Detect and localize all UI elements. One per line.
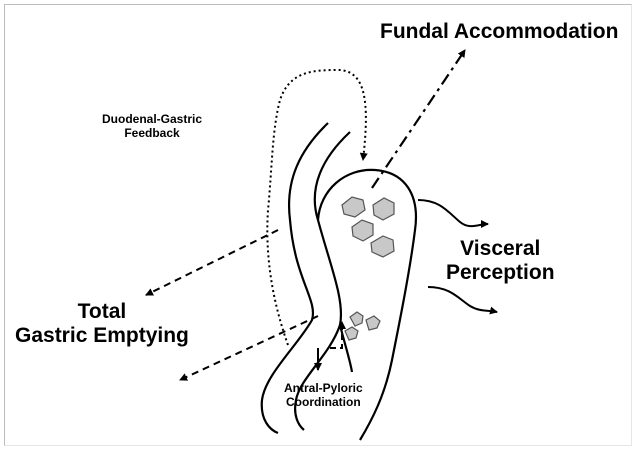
fundal-accommodation-arrow bbox=[371, 49, 466, 189]
food-particle bbox=[344, 326, 359, 341]
duodenal-gastric-feedback-label: Duodenal-Gastric Feedback bbox=[102, 112, 203, 141]
antral-pyloric-arrow-up bbox=[330, 321, 346, 349]
stomach-inner-wall bbox=[294, 131, 351, 431]
food-particle bbox=[341, 196, 366, 218]
visceral-line-2: Perception bbox=[446, 261, 555, 285]
food-particle bbox=[370, 235, 395, 258]
visceral-perception-arrow-lower bbox=[427, 286, 498, 315]
feedback-arrow bbox=[266, 68, 368, 346]
total-gastric-emptying-label: Total Gastric Emptying bbox=[15, 300, 189, 348]
fundal-accommodation-label: Fundal Accommodation bbox=[380, 20, 618, 44]
stomach-body bbox=[316, 168, 418, 441]
visceral-perception-label: Visceral Perception bbox=[446, 237, 555, 285]
fundal-accommodation-text: Fundal Accommodation bbox=[380, 20, 619, 43]
food-particle bbox=[349, 311, 364, 327]
food-particles bbox=[341, 196, 395, 341]
food-particle bbox=[372, 197, 395, 221]
food-particle bbox=[365, 315, 381, 331]
emptying-line-1: Total bbox=[77, 300, 127, 323]
food-particle bbox=[351, 219, 374, 242]
emptying-arrow-lower bbox=[179, 315, 319, 381]
feedback-line-2: Feedback bbox=[124, 125, 180, 140]
antral-line-1: Antral-Pyloric bbox=[284, 381, 363, 395]
feedback-line-1: Duodenal-Gastric bbox=[102, 112, 203, 126]
emptying-line-2: Gastric Emptying bbox=[15, 324, 189, 348]
stomach-outer-wall bbox=[260, 122, 329, 435]
antral-line-2: Coordination bbox=[286, 394, 361, 409]
visceral-perception-arrow-upper bbox=[417, 199, 489, 229]
antral-pyloric-coordination-label: Antral-Pyloric Coordination bbox=[284, 381, 363, 410]
visceral-line-1: Visceral bbox=[460, 237, 541, 260]
emptying-arrow-upper bbox=[145, 229, 279, 296]
figure-frame bbox=[4, 4, 632, 446]
